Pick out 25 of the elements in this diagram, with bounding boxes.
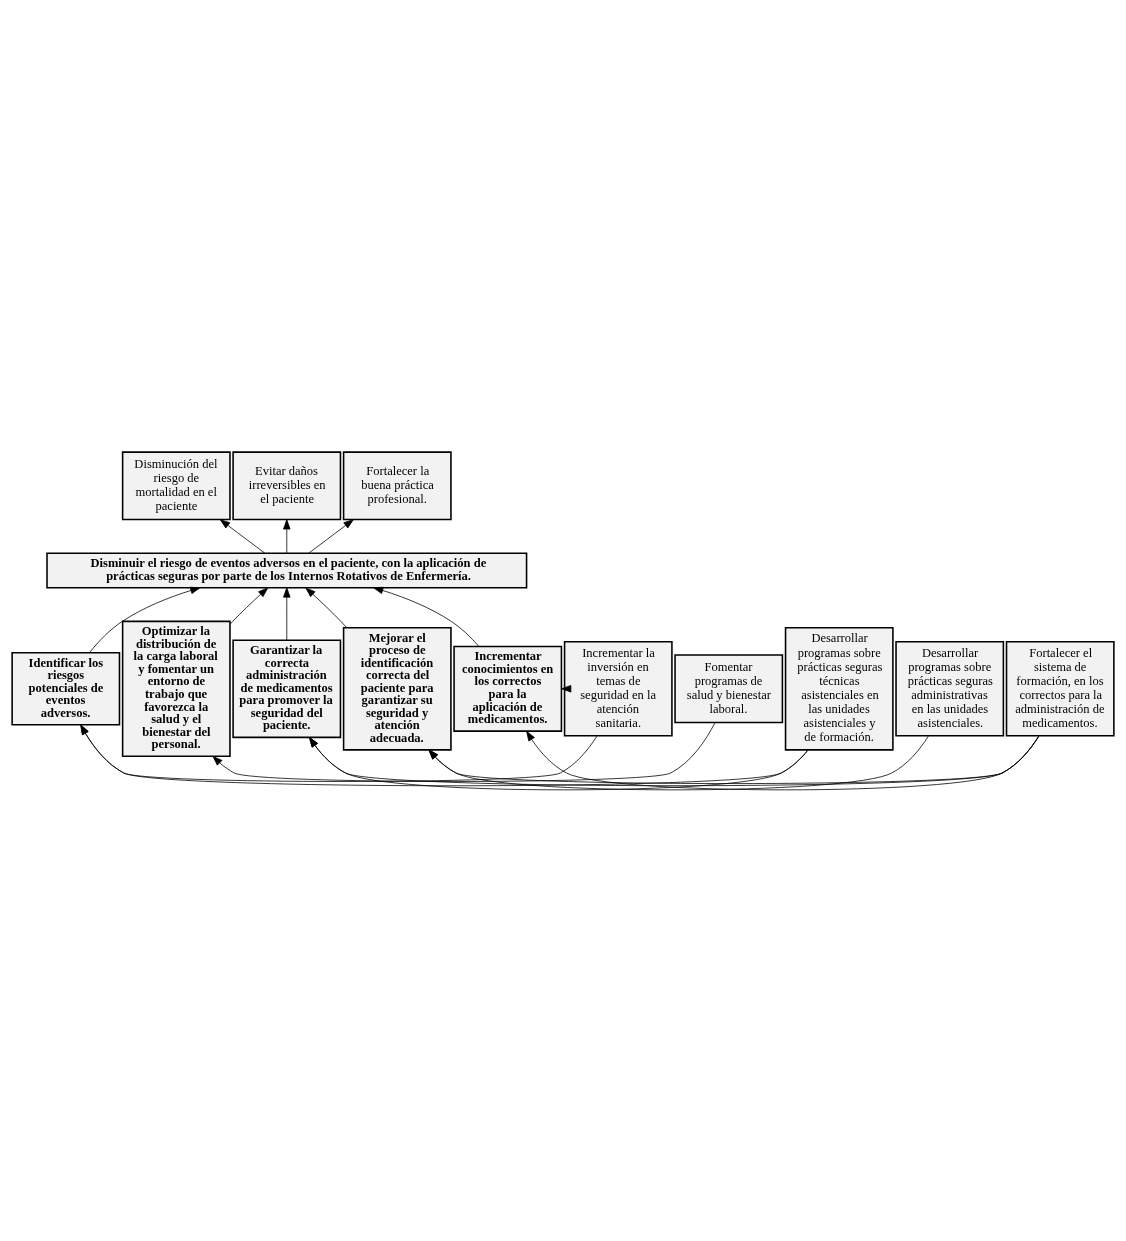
arrow <box>80 724 598 782</box>
arrow <box>212 721 716 782</box>
node-box: Optimizar la distribución de la carga laboral y fomentar un entorno de trabajo que favorezca la salud y el bienestar del personal. <box>121 620 231 757</box>
node-box: Disminuir el riesgo de eventos adversos en el paciente, con la aplicación de prácticas seguras por parte de los Internos Rotativos de Enfermería. <box>46 551 528 588</box>
node-box: Identificar los riesgos potenciales de eventos adversos. <box>11 651 121 726</box>
node-box: Desarrollar programas sobre prácticas seguras administrativas en las unidades asistenciales. <box>895 640 1005 737</box>
node-box: Fomentar programas de salud y bienestar laboral. <box>674 653 784 723</box>
node-box: Evitar daños irreversibles en el paciente <box>232 450 342 520</box>
node-box: Desarrollar programas sobre prácticas seguras técnicas asistenciales en las unidades asistenciales y de formación. <box>784 626 894 751</box>
node-box: Disminución del riesgo de mortalidad en el paciente <box>121 450 231 520</box>
arrow <box>219 518 266 553</box>
arrow <box>283 586 291 641</box>
arrow <box>308 518 354 553</box>
arrow <box>305 587 347 628</box>
node-box: Mejorar el proceso de identificación correcta del paciente para garantizar su seguridad y atención adecuada. <box>342 626 452 751</box>
arrow <box>89 586 201 653</box>
node-box: Fortalecer el sistema de formación, en los correctos para la administración de medicamentos. <box>1005 640 1115 737</box>
arrow <box>309 736 809 790</box>
arrow <box>229 587 269 624</box>
node-box: Fortalecer la buena práctica profesional. <box>342 450 452 520</box>
node-box: Garantizar la correcta administración de medicamentos para promover la seguridad del paciente. <box>232 638 342 738</box>
arrow <box>283 518 291 553</box>
arrow <box>526 730 1040 790</box>
arrow <box>373 586 480 647</box>
arrow <box>428 735 929 790</box>
